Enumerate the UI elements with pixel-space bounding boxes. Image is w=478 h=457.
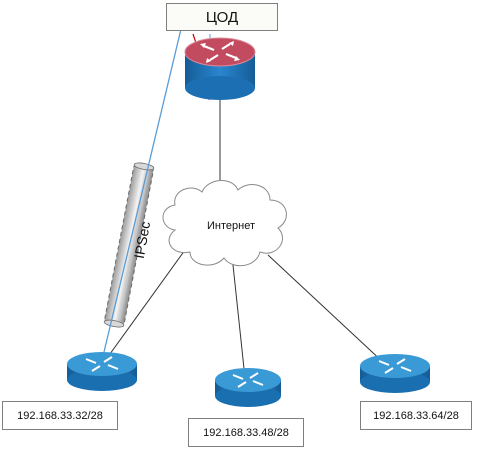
branch-router-3-icon xyxy=(360,354,430,393)
branch-router-2-icon xyxy=(215,368,281,407)
branch-router-1-icon xyxy=(67,352,137,391)
branch-2-subnet-label: 192.168.33.48/28 xyxy=(188,418,304,447)
hub-label: ЦОД xyxy=(166,3,278,31)
tunnel-path-arrow xyxy=(103,2,190,353)
hub-router-icon xyxy=(184,37,256,100)
link-internet-branch2 xyxy=(232,264,246,379)
link-internet-branch3 xyxy=(267,254,386,365)
branch-3-subnet-label: 192.168.33.64/28 xyxy=(360,401,472,430)
branch-1-subnet-label: 192.168.33.32/28 xyxy=(2,401,118,430)
link-internet-branch1 xyxy=(101,249,186,366)
internet-label: Интернет xyxy=(207,220,255,232)
internet-cloud xyxy=(162,180,287,267)
